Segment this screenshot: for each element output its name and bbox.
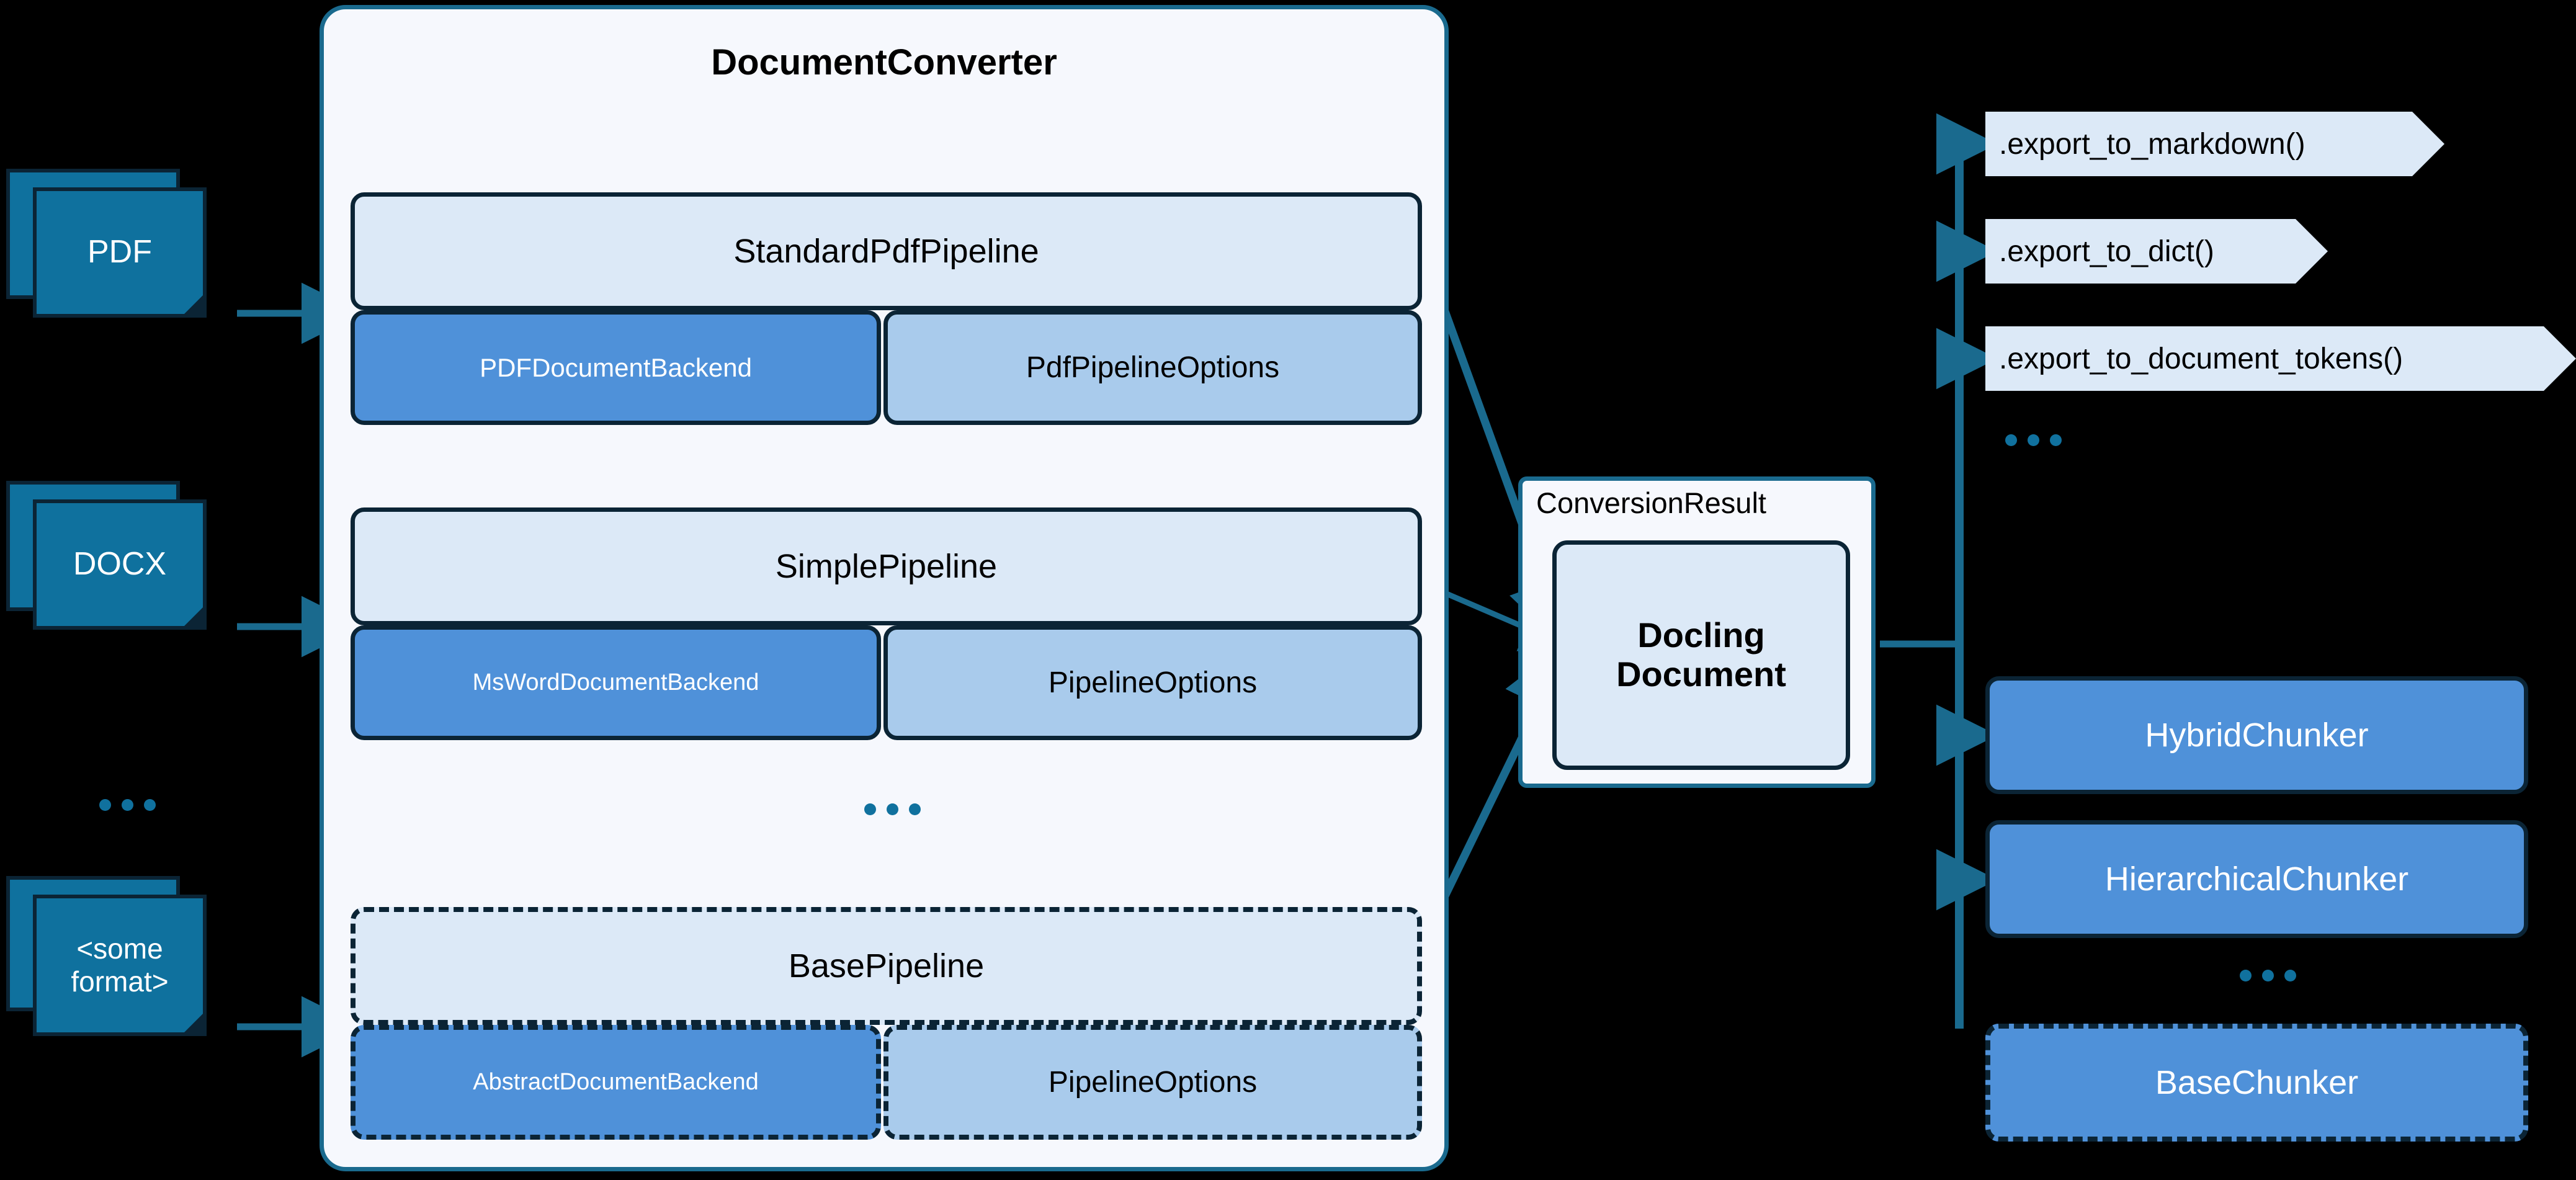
converter-ellipsis bbox=[864, 803, 921, 815]
ellipsis-dot bbox=[2240, 970, 2252, 981]
ellipsis-dot bbox=[2028, 434, 2039, 446]
backend-pdfdocumentbackend[interactable]: PDFDocumentBackend bbox=[351, 310, 881, 425]
pdf-fold-corner bbox=[181, 292, 207, 318]
chunkers-ellipsis bbox=[2240, 970, 2296, 981]
chunker-hybridchunker[interactable]: HybridChunker bbox=[1985, 676, 2528, 794]
input-doc-some-format[interactable]: <some format> bbox=[6, 876, 236, 1037]
options-pipelineoptions-simple[interactable]: PipelineOptions bbox=[883, 625, 1422, 740]
export-arrow-dict[interactable]: .export_to_dict() bbox=[1985, 219, 2328, 284]
document-converter-title: DocumentConverter bbox=[711, 42, 1057, 83]
ellipsis-dot bbox=[864, 803, 876, 815]
pipeline-head-standardpdfpipeline[interactable]: StandardPdfPipeline bbox=[351, 192, 1422, 310]
docling-document-line1: Docling bbox=[1637, 615, 1765, 655]
options-pdfpipelineoptions[interactable]: PdfPipelineOptions bbox=[883, 310, 1422, 425]
backend-msworddocumentbackend[interactable]: MsWordDocumentBackend bbox=[351, 625, 881, 740]
docx-sheet-front: DOCX bbox=[33, 499, 207, 630]
ellipsis-dot bbox=[909, 803, 921, 815]
someformat-sheet-front: <some format> bbox=[33, 895, 207, 1036]
input-doc-label-line1: <some bbox=[76, 932, 163, 965]
conversion-result-box: ConversionResult Docling Document bbox=[1518, 476, 1876, 788]
ellipsis-dot bbox=[99, 799, 111, 811]
ellipsis-dot bbox=[122, 799, 133, 811]
docling-document-box[interactable]: Docling Document bbox=[1552, 540, 1850, 770]
chunker-hierarchicalchunker[interactable]: HierarchicalChunker bbox=[1985, 820, 2528, 938]
ellipsis-dot bbox=[887, 803, 898, 815]
ellipsis-dot bbox=[2050, 434, 2062, 446]
chunker-basechunker[interactable]: BaseChunker bbox=[1985, 1024, 2528, 1142]
input-doc-label: PDF bbox=[87, 234, 152, 270]
export-arrow-document-tokens[interactable]: .export_to_document_tokens() bbox=[1985, 326, 2576, 391]
someformat-fold-corner bbox=[181, 1010, 207, 1036]
docx-fold-corner bbox=[181, 604, 207, 630]
pipeline-head-simplepipeline[interactable]: SimplePipeline bbox=[351, 507, 1422, 625]
docling-document-line2: Document bbox=[1616, 655, 1786, 694]
ellipsis-dot bbox=[144, 799, 156, 811]
pdf-sheet-front: PDF bbox=[33, 187, 207, 318]
input-doc-pdf[interactable]: PDF bbox=[6, 169, 236, 318]
options-pipelineoptions-base[interactable]: PipelineOptions bbox=[883, 1025, 1422, 1140]
ellipsis-dot bbox=[2284, 970, 2296, 981]
ellipsis-dot bbox=[2262, 970, 2274, 981]
input-doc-label: DOCX bbox=[73, 546, 167, 583]
backend-abstractdocumentbackend[interactable]: AbstractDocumentBackend bbox=[351, 1025, 881, 1140]
input-doc-docx[interactable]: DOCX bbox=[6, 481, 236, 630]
inputs-ellipsis bbox=[99, 799, 156, 811]
conversion-result-label: ConversionResult bbox=[1536, 486, 1766, 519]
ellipsis-dot bbox=[2005, 434, 2017, 446]
input-doc-label-line2: format> bbox=[71, 965, 169, 998]
pipeline-head-basepipeline[interactable]: BasePipeline bbox=[351, 907, 1422, 1025]
export-arrow-markdown[interactable]: .export_to_markdown() bbox=[1985, 112, 2444, 176]
exports-ellipsis bbox=[2005, 434, 2062, 446]
